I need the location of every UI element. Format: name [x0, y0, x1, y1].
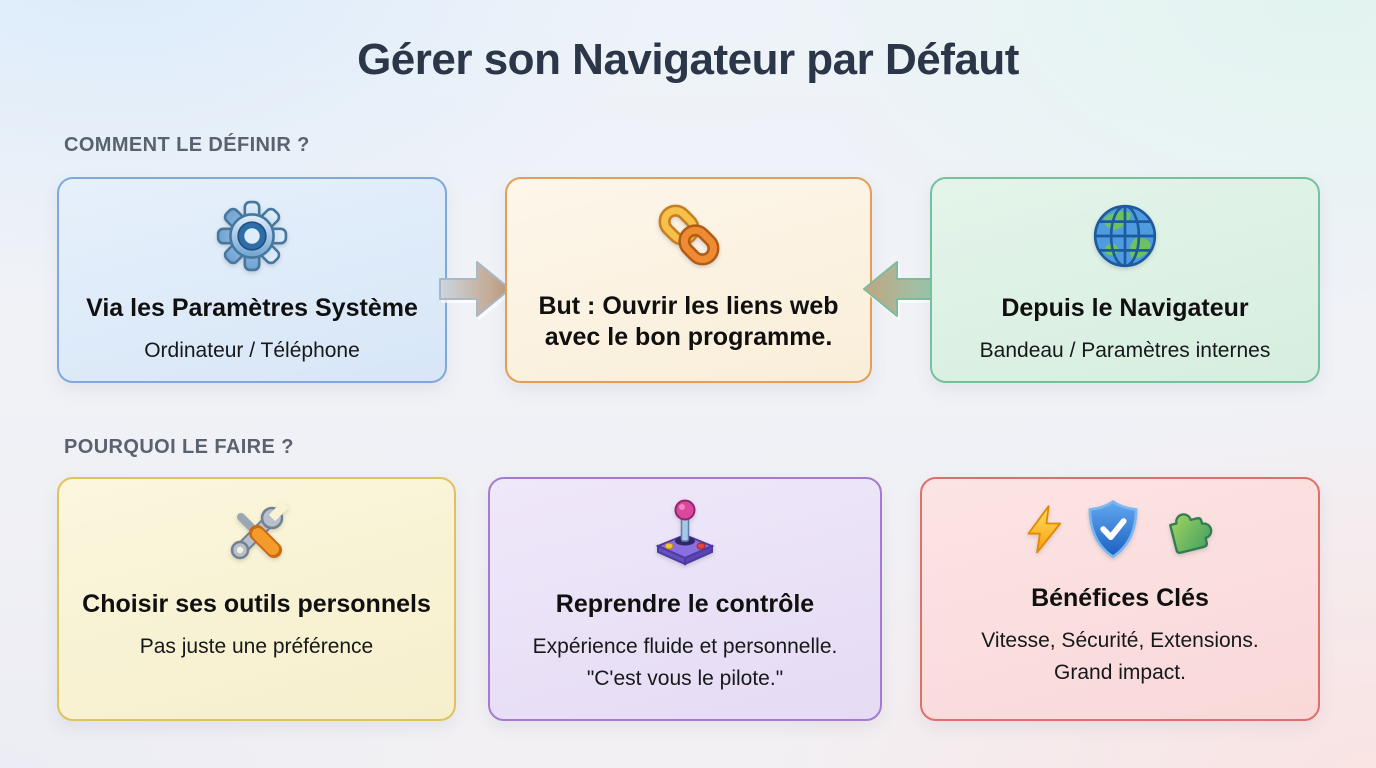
gear-icon — [215, 199, 289, 278]
card-subtitle: Vitesse, Sécurité, Extensions. Grand imp… — [981, 629, 1259, 684]
card-title: Depuis le Navigateur — [1001, 294, 1249, 322]
lightning-icon — [1019, 497, 1071, 568]
page-title: Gérer son Navigateur par Défaut — [357, 35, 1019, 84]
globe-icon — [1088, 199, 1162, 278]
card-key-benefits: Bénéfices Clés Vitesse, Sécurité, Extens… — [920, 477, 1320, 721]
card-title: Bénéfices Clés — [1031, 584, 1209, 612]
card-subtitle: Ordinateur / Téléphone — [144, 339, 360, 363]
shield-check-icon — [1081, 497, 1145, 568]
card-take-control: Reprendre le contrôle Expérience fluide … — [488, 477, 882, 721]
tools-icon — [221, 497, 293, 574]
card-subtitle: Pas juste une préférence — [139, 635, 374, 659]
card-title: Reprendre le contrôle — [555, 590, 815, 618]
benefits-icon-row — [1019, 497, 1221, 568]
section-label-how: COMMENT LE DÉFINIR ? — [64, 134, 310, 156]
card-personal-tools: Choisir ses outils personnels Pas juste … — [57, 477, 456, 721]
section-label-why: POURQUOI LE FAIRE ? — [64, 436, 294, 458]
card-subtitle: Expérience fluide et personnelle. "C'est… — [532, 635, 838, 690]
card-title: But : Ouvrir les liens web avec le bon p… — [538, 292, 839, 352]
card-title: Via les Paramètres Système — [86, 294, 418, 322]
arrow-right-icon — [437, 256, 513, 327]
card-subtitle: Bandeau / Paramètres internes — [979, 339, 1271, 363]
card-title: Choisir ses outils personnels — [82, 590, 431, 618]
joystick-icon — [649, 497, 721, 574]
puzzle-icon — [1155, 497, 1221, 568]
arrow-left-icon — [861, 256, 937, 327]
card-system-settings: Via les Paramètres Système Ordinateur / … — [57, 177, 447, 383]
chain-link-icon — [653, 199, 725, 276]
card-goal: But : Ouvrir les liens web avec le bon p… — [505, 177, 872, 383]
card-from-browser: Depuis le Navigateur Bandeau / Paramètre… — [930, 177, 1320, 383]
